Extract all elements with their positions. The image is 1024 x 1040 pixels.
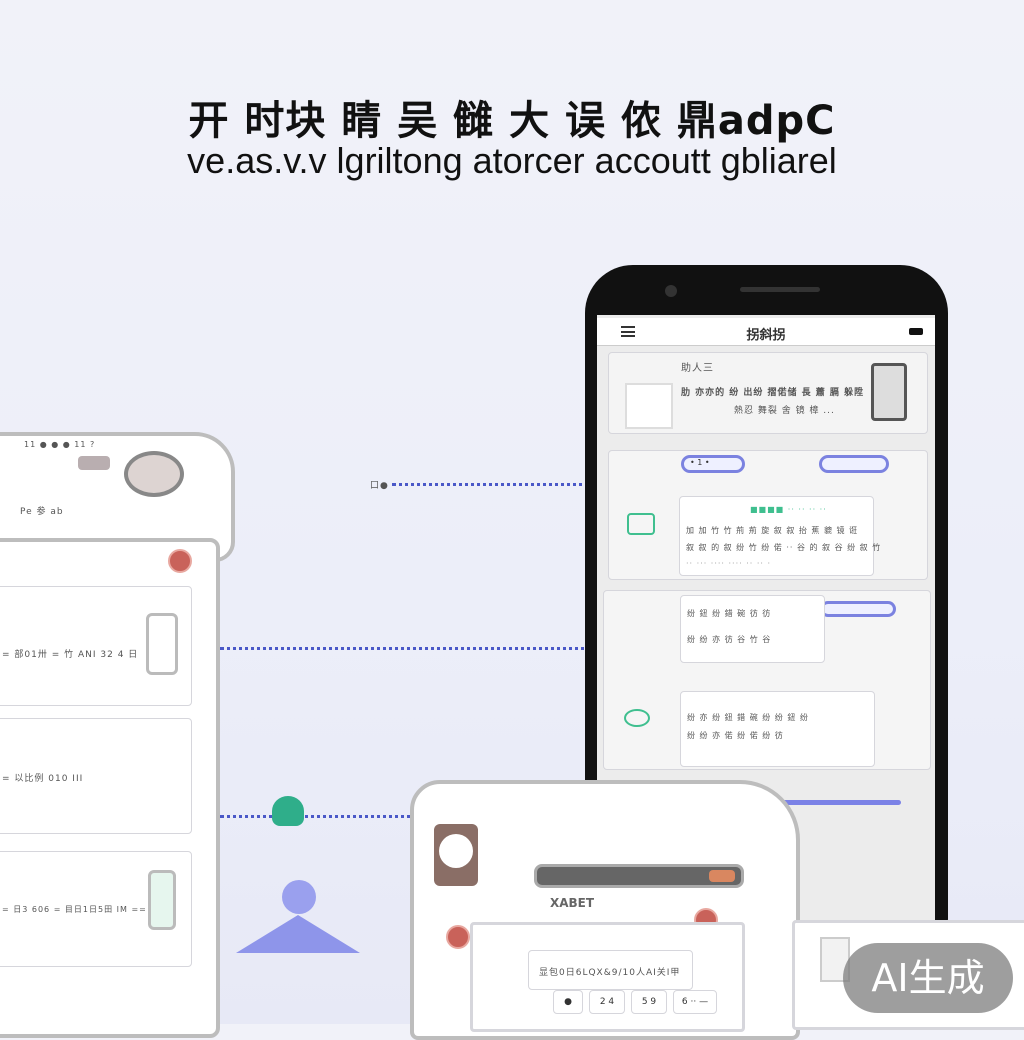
list-item-text: = 部01卅 = 竹 ANI 32 4 日 bbox=[2, 650, 139, 660]
card-text: 纷 鈕 纷 錯 碗 彷 彷 bbox=[687, 609, 772, 618]
device-label: Pe 参 ab bbox=[20, 507, 64, 517]
input-panel: 显包0日6LQX&9/10人AI关I甲 ● 2 4 5 9 6 ·· — bbox=[470, 922, 745, 1032]
image-icon bbox=[627, 513, 655, 535]
message-card: 纷 亦 纷 鈕 錯 碗 纷 纷 鈕 纷 纷 纷 亦 偌 纷 偌 纷 彷 bbox=[680, 691, 875, 767]
sensor-icon bbox=[124, 451, 184, 497]
toggle-icon[interactable] bbox=[146, 613, 178, 675]
key-button[interactable]: 2 4 bbox=[589, 990, 625, 1014]
card-text: 熱忍 舞裂 舍 镜 樟 ... bbox=[734, 406, 835, 416]
list-item[interactable]: = 部01卅 = 竹 ANI 32 4 日 bbox=[0, 586, 192, 706]
battery-icon bbox=[909, 328, 923, 335]
menu-icon[interactable] bbox=[621, 326, 635, 337]
record-button[interactable] bbox=[168, 549, 192, 573]
message-card: 纷 鈕 纷 錯 碗 彷 彷 纷 纷 亦 彷 谷 竹 谷 bbox=[680, 595, 825, 663]
card-text: ■■■■ ·· ·· ·· ·· bbox=[750, 505, 827, 514]
text-input[interactable]: 显包0日6LQX&9/10人AI关I甲 bbox=[528, 950, 693, 990]
chat-bubble-icon bbox=[272, 796, 304, 826]
chat-icon bbox=[624, 709, 650, 727]
card-text: 加 加 竹 竹 荊 荊 旋 叙 叙 抬 蕉 貔 镜 诳 bbox=[686, 526, 859, 535]
card-text: 叙 叙 的 叙 纷 竹 纷 偌 ·· 谷 的 叙 谷 纷 叙 竹 bbox=[686, 543, 882, 552]
app-title: 拐斜拐 bbox=[746, 328, 786, 343]
display-bar bbox=[534, 864, 744, 888]
list-item[interactable]: = 以比例 010 III bbox=[0, 718, 192, 834]
card-text: 肋 亦亦的 纷 出纷 摺偌储 長 蕭 膈 躲陞 bbox=[681, 388, 865, 398]
connector-line bbox=[392, 483, 602, 486]
user-body-icon bbox=[236, 915, 360, 953]
card-text: ·· ··· ···· ···· ·· ·· · bbox=[686, 559, 772, 568]
card-label: 助人三 bbox=[681, 363, 714, 374]
message-card: ■■■■ ·· ·· ·· ·· 加 加 竹 竹 荊 荊 旋 叙 叙 抬 蕉 貔… bbox=[679, 496, 880, 576]
card-text: 纷 纷 亦 偌 纷 偌 纷 彷 bbox=[687, 731, 784, 740]
search-pill[interactable] bbox=[819, 455, 889, 473]
page-title: 开 时块 睛 吴 雠 大 误 侬 鼎adpC bbox=[188, 98, 836, 144]
key-button[interactable]: ● bbox=[553, 990, 583, 1014]
record-button[interactable] bbox=[446, 925, 470, 949]
camera-icon bbox=[665, 285, 677, 297]
card-text: 纷 亦 纷 鈕 錯 碗 纷 纷 鈕 纷 bbox=[687, 713, 809, 722]
device-illustration bbox=[625, 383, 673, 429]
key-button[interactable]: 6 ·· — bbox=[673, 990, 717, 1014]
page-subtitle: ve.as.v.v lgriltong atorcer accoutt gbli… bbox=[187, 140, 837, 181]
key-button[interactable]: 5 9 bbox=[631, 990, 667, 1014]
text-input-value: 显包0日6LQX&9/10人AI关I甲 bbox=[539, 968, 681, 978]
list-item[interactable]: = 日3 606 = 目日1日5田 IM == bbox=[0, 851, 192, 967]
face-icon bbox=[434, 824, 478, 886]
card-text: 纷 纷 亦 彷 谷 竹 谷 bbox=[687, 635, 772, 644]
phone-card[interactable]: 助人三 肋 亦亦的 纷 出纷 摺偌储 長 蕭 膈 躲陞 熱忍 舞裂 舍 镜 樟 … bbox=[608, 352, 928, 434]
phone-card[interactable]: 纷 鈕 纷 錯 碗 彷 彷 纷 纷 亦 彷 谷 竹 谷 纷 亦 纷 鈕 錯 碗 … bbox=[603, 590, 931, 770]
device-label: 11 ● ● ● 11 ? bbox=[24, 440, 96, 449]
ai-generated-watermark: AI生成 bbox=[843, 943, 1013, 1013]
connector-label: 口● bbox=[370, 481, 389, 491]
search-pill[interactable] bbox=[820, 601, 896, 617]
connector-line bbox=[220, 647, 610, 650]
phone-thumbnail-icon bbox=[871, 363, 907, 421]
phone-app-bar: 拐斜拐 bbox=[597, 318, 935, 346]
list-item-text: = 以比例 010 III bbox=[2, 774, 84, 784]
tag-pill[interactable]: • 1 • bbox=[681, 455, 745, 473]
device-button[interactable] bbox=[78, 456, 110, 470]
list-item-text: = 日3 606 = 目日1日5田 IM == bbox=[2, 905, 147, 914]
connector-line bbox=[220, 815, 430, 818]
user-avatar-icon bbox=[282, 880, 316, 914]
speaker-grille bbox=[740, 287, 820, 292]
phone-card[interactable]: • 1 • ■■■■ ·· ·· ·· ·· 加 加 竹 竹 荊 荊 旋 叙 叙… bbox=[608, 450, 928, 580]
toggle-icon[interactable] bbox=[148, 870, 176, 930]
device-label: XABET bbox=[550, 896, 595, 910]
